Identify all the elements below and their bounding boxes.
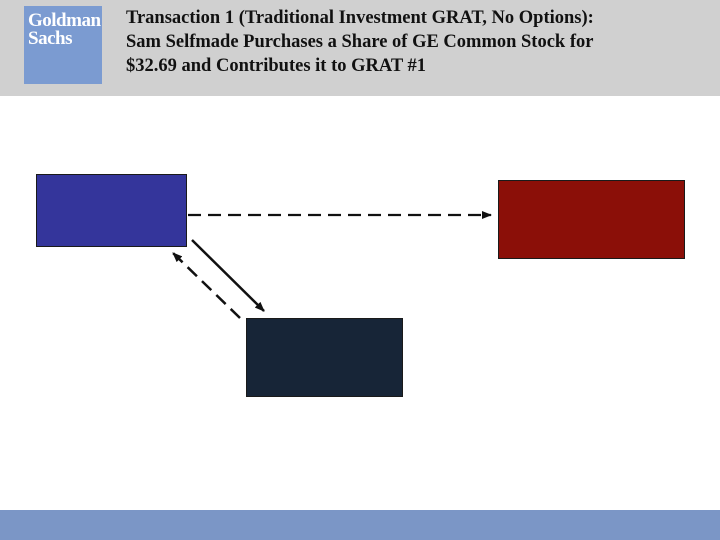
- header-bar: Goldman Sachs Transaction 1 (Traditional…: [0, 0, 720, 96]
- solid-arrow-left-to-bottom: [191, 239, 265, 312]
- right-red-box: [498, 180, 685, 259]
- title-line-1: Transaction 1 (Traditional Investment GR…: [126, 8, 594, 28]
- dashed-arrow-bottom-to-left: [172, 252, 241, 319]
- bottom-navy-box: [246, 318, 403, 397]
- slide-title: Transaction 1 (Traditional Investment GR…: [126, 6, 706, 78]
- title-line-3: $32.69 and Contributes it to GRAT #1: [126, 56, 426, 76]
- left-blue-box: [36, 174, 187, 247]
- title-line-2: Sam Selfmade Purchases a Share of GE Com…: [126, 32, 594, 52]
- logo-line-2: Sachs: [28, 28, 72, 49]
- footer-bar: [0, 510, 720, 540]
- logo-line-1: Goldman: [28, 10, 101, 31]
- goldman-sachs-logo: Goldman Sachs: [24, 6, 102, 84]
